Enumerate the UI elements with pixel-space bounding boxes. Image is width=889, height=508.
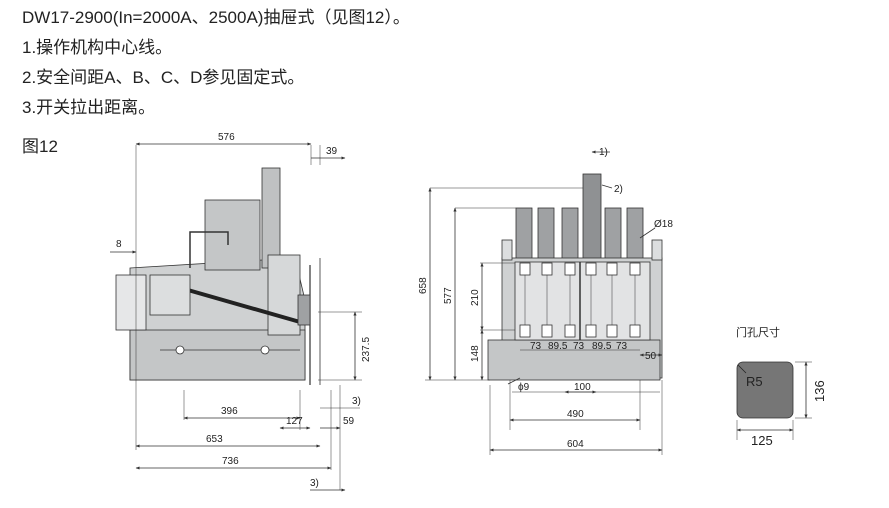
label-note3-mid: 3) xyxy=(352,396,361,407)
note-1: 1.操作机构中心线。 xyxy=(22,38,173,57)
label-note2: 2) xyxy=(614,184,623,195)
label-p895a: 89.5 xyxy=(548,341,568,352)
label-490: 490 xyxy=(567,409,584,420)
busbar-2 xyxy=(537,207,555,264)
side-view-labels: 576 39 8 237.5 396 127 59 3) 653 736 3) xyxy=(116,132,372,489)
side-roller-b xyxy=(260,345,270,355)
label-604: 604 xyxy=(567,439,584,450)
label-phi9: ϕ9 xyxy=(518,382,530,393)
door-cutout: 门孔尺寸 R5 125 136 xyxy=(736,325,827,448)
door-cutout-shape xyxy=(736,361,794,419)
front-base xyxy=(487,339,661,381)
label-2375: 237.5 xyxy=(361,337,372,362)
label-576: 576 xyxy=(218,132,235,143)
label-note1: 1) xyxy=(599,147,608,158)
label-127: 127 xyxy=(286,416,303,427)
door-cutout-height: 136 xyxy=(812,380,827,402)
busbar-3 xyxy=(561,207,579,264)
label-396: 396 xyxy=(221,406,238,417)
busbar-4 xyxy=(604,207,622,264)
label-59: 59 xyxy=(343,416,355,427)
door-cutout-width: 125 xyxy=(751,433,773,448)
front-view-labels: 1) 2) Ø18 658 577 210 148 73 89.5 73 89.… xyxy=(418,147,673,450)
label-658: 658 xyxy=(418,277,429,294)
side-handle xyxy=(189,231,229,268)
door-cutout-title: 门孔尺寸 xyxy=(736,325,780,339)
label-p73c: 73 xyxy=(616,341,628,352)
label-p73b: 73 xyxy=(573,341,585,352)
label-note3-bottom: 3) xyxy=(310,478,319,489)
side-column xyxy=(261,167,281,269)
label-210: 210 xyxy=(470,289,481,306)
label-577: 577 xyxy=(443,287,454,304)
label-100: 100 xyxy=(574,382,591,393)
side-view xyxy=(110,142,362,492)
door-cutout-radius: R5 xyxy=(746,374,763,389)
label-hole-dia: Ø18 xyxy=(654,219,673,230)
label-148: 148 xyxy=(470,345,481,362)
label-50: 50 xyxy=(645,351,657,362)
side-front-panel xyxy=(115,274,147,331)
label-p895b: 89.5 xyxy=(592,341,612,352)
side-plate xyxy=(267,254,301,336)
label-736: 736 xyxy=(222,456,239,467)
side-roller-a xyxy=(175,345,185,355)
front-top-post xyxy=(582,173,602,265)
front-view xyxy=(425,150,663,455)
busbar-5 xyxy=(626,207,644,264)
figure-label: 图12 xyxy=(22,137,58,156)
label-39: 39 xyxy=(326,146,338,157)
note-2: 2.安全间距A、B、C、D参见固定式。 xyxy=(22,68,305,87)
side-housing xyxy=(204,199,261,271)
busbar-1 xyxy=(515,207,533,264)
side-base xyxy=(129,329,306,381)
label-653: 653 xyxy=(206,434,223,445)
label-p73a: 73 xyxy=(530,341,542,352)
label-8: 8 xyxy=(116,239,122,250)
page-title: DW17-2900(In=2000A、2500A)抽屉式（见图12）。 xyxy=(22,8,410,27)
note-3: 3.开关拉出距离。 xyxy=(22,98,156,117)
